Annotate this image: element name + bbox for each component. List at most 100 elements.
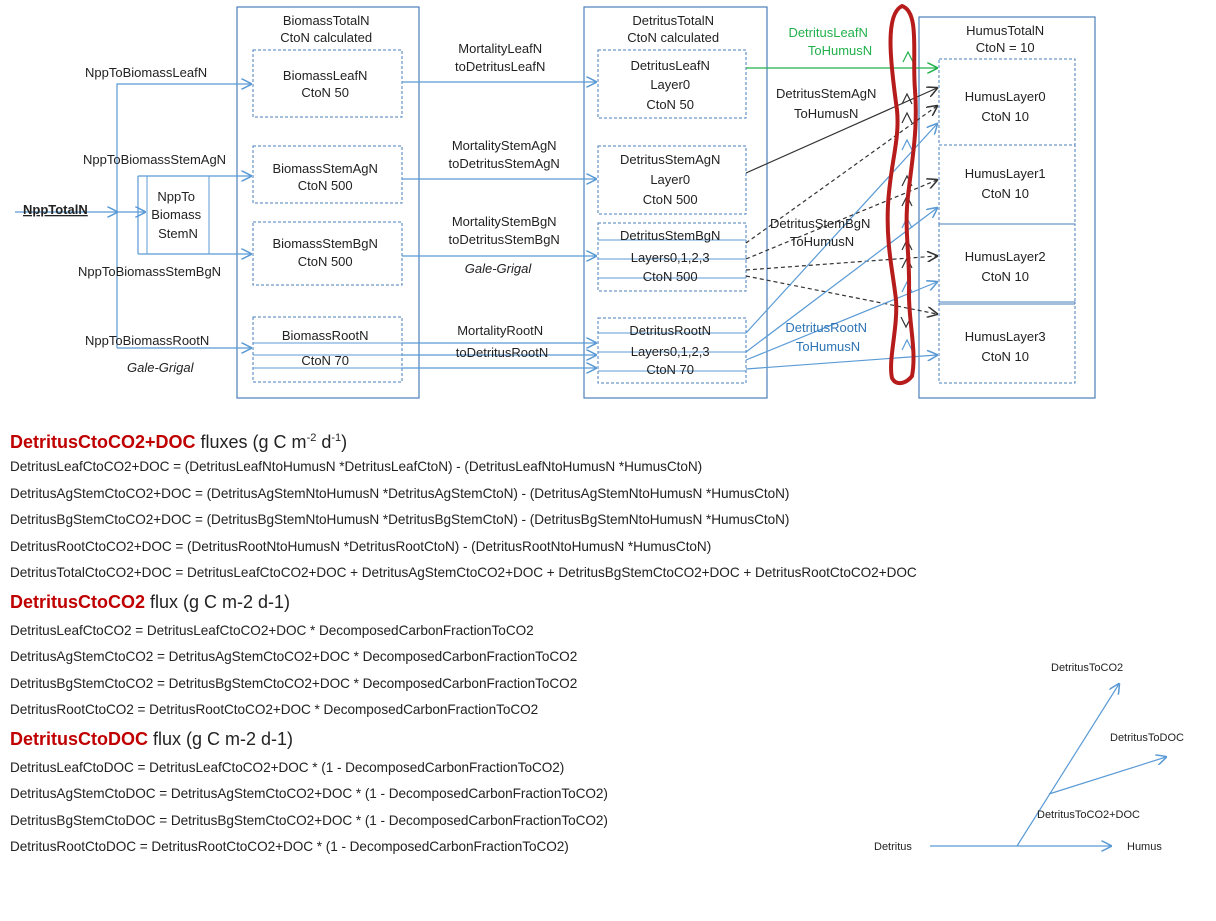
- humus-layer3-title: HumusLayer3: [965, 329, 1046, 344]
- flux-equations: DetritusCtoCO2+DOC fluxes (g C m-2 d-1) …: [10, 423, 1216, 861]
- gale-grigal-mid-label: Gale-Grigal: [465, 261, 533, 276]
- section-header-co2: DetritusCtoCO2 flux (g C m-2 d-1): [10, 587, 1216, 618]
- biomass-stem-bg-box: [252, 221, 403, 286]
- npp-to-biomass-stem-line3: StemN: [158, 226, 198, 241]
- svg-text:DetritusStemAgN ToHumusN: DetritusStemAgN ToHumusN DetritusStemBgN…: [770, 86, 880, 249]
- npp-stem-ag-label: NppToBiomassStemAgN: [83, 152, 226, 167]
- biomass-root-box: [252, 316, 403, 383]
- to-doc-arrow: [1048, 757, 1166, 795]
- detritus-stem-bg-to-humus-line1: DetritusStemBgN: [770, 216, 870, 231]
- mortality-leaf-line2: toDetritusLeafN: [455, 59, 545, 74]
- detritus-stem-ag-title: DetritusStemAgN: [620, 152, 720, 167]
- mortality-root-line1: MortalityRootN: [457, 323, 543, 338]
- humus-layer2-cton: CtoN 10: [981, 269, 1029, 284]
- npp-arrows: [15, 84, 251, 348]
- detritus-leaf-to-humus-line2: ToHumusN: [808, 43, 872, 58]
- section-title-units: flux (g C m-2 d-1): [148, 728, 294, 749]
- humus-layer2-title: HumusLayer2: [965, 249, 1046, 264]
- equation-line: DetritusRootCtoDOC = DetritusRootCtoCO2+…: [10, 839, 569, 854]
- detritus-stem-ag-to-humus-line2: ToHumusN: [794, 106, 858, 121]
- detritus-leaf-box: [597, 49, 747, 119]
- detritus-stem-ag-to-humus-line1: DetritusStemAgN: [776, 86, 876, 101]
- equation-line: DetritusLeafCtoCO2 = DetritusLeafCtoCO2+…: [10, 622, 534, 638]
- detritus-total-cton: CtoN calculated: [627, 30, 719, 45]
- biomass-root-cton: CtoN 70: [301, 353, 349, 368]
- detritus-stem-bg-box: [597, 222, 747, 292]
- detritus-root-to-humus-line2: ToHumusN: [796, 339, 860, 354]
- mortality-stem-ag-line1: MortalityStemAgN: [452, 138, 557, 153]
- equation-line: DetritusBgStemCtoCO2 = DetritusBgStemCto…: [10, 675, 578, 691]
- detritus-stem-ag-layer: Layer0: [650, 172, 690, 187]
- mini-to-doc-label: DetritusToDOC: [1110, 732, 1184, 744]
- humus-layer3-cton: CtoN 10: [981, 349, 1029, 364]
- humus-layer1-cton: CtoN 10: [981, 186, 1029, 201]
- to-co2-doc-arrow: [1016, 684, 1119, 847]
- layer-lines: [253, 239, 746, 372]
- detritus-total-container: [583, 6, 768, 399]
- detritus-stem-bg-layers: Layers0,1,2,3: [631, 250, 710, 265]
- mini-humus-label: Humus: [1127, 841, 1162, 853]
- npp-to-biomass-stem-line2: Biomass: [151, 207, 201, 222]
- detritus-leaf-to-humus-line1: DetritusLeafN: [788, 25, 867, 40]
- humus-layer0-cton: CtoN 10: [981, 109, 1029, 124]
- biomass-stem-bg-cton: CtoN 500: [298, 254, 353, 269]
- detritus-stem-bg-to-humus-line2: ToHumusN: [790, 234, 854, 249]
- humus-layer3-box: [938, 301, 1076, 384]
- detritus-root-to-humus-line1: DetritusRootN: [785, 320, 867, 335]
- detritus-stem-bg-title: DetritusStemBgN: [620, 228, 720, 243]
- mortality-stem-ag-line2: toDetritusStemAgN: [449, 156, 560, 171]
- npp-root-label: NppToBiomassRootN: [85, 333, 209, 348]
- humus-total-title: HumusTotalN: [966, 23, 1044, 38]
- detritus-stem-ag-cton: CtoN 500: [643, 192, 698, 207]
- equation-line: DetritusRootCtoCO2 = DetritusRootCtoCO2+…: [10, 702, 539, 717]
- nitrogen-flow-diagram: BiomassTotalN CtoN calculated BiomassLea…: [15, 3, 1096, 399]
- humus-total-container: [918, 16, 1096, 399]
- gale-grigal-left-label: Gale-Grigal: [127, 360, 195, 375]
- detritus-root-layers: Layers0,1,2,3: [631, 344, 710, 359]
- detritus-total-title: DetritusTotalN: [632, 13, 714, 28]
- biomass-leaf-box: [252, 49, 403, 118]
- svg-text:MortalityLeafN toDetritusL: MortalityLeafN toDetritusLeafN Mortality…: [449, 41, 564, 360]
- section-title-highlight: DetritusCtoCO2: [10, 591, 146, 612]
- equation-line: DetritusAgStemCtoCO2 = DetritusAgStemCto…: [10, 649, 578, 664]
- svg-text:DetritusRootN ToHumusN: DetritusRootN ToHumusN: [785, 320, 870, 354]
- section-title-units: d: [316, 432, 332, 452]
- biomass-leaf-title: BiomassLeafN: [283, 68, 368, 83]
- detritus-leaf-layer: Layer0: [650, 77, 690, 92]
- humus-total-cton: CtoN = 10: [976, 40, 1035, 55]
- mini-to-co2-label: DetritusToCO2: [1051, 662, 1123, 674]
- decomposition-mini-diagram: Detritus Humus DetritusToCO2+DOC Detritu…: [874, 662, 1184, 853]
- detritus-stem-bg-cton: CtoN 500: [643, 269, 698, 284]
- biomass-total-cton: CtoN calculated: [280, 30, 372, 45]
- biomass-root-title: BiomassRootN: [282, 328, 369, 343]
- biomass-stem-ag-title: BiomassStemAgN: [272, 161, 377, 176]
- detritus-root-cton: CtoN 70: [646, 362, 694, 377]
- highlight-outline: [885, 3, 918, 385]
- mortality-arrows: [402, 82, 596, 368]
- section-title-units: fluxes (g C m: [195, 432, 307, 452]
- equation-line: DetritusRootCtoCO2+DOC = (DetritusRootNt…: [10, 538, 712, 554]
- detritus-leaf-title: DetritusLeafN: [630, 58, 709, 73]
- unit-exponent: -2: [306, 432, 317, 444]
- equation-line: DetritusLeafCtoDOC = DetritusLeafCtoCO2+…: [10, 759, 565, 775]
- detritus-stem-ag-box: [597, 145, 747, 215]
- svg-text:DetritusLeafN ToHumusN: DetritusLeafN ToHumusN: [788, 25, 872, 58]
- svg-text:NppToBiomassLeafN NppToBio: NppToBiomassLeafN NppToBiomassStemAgN Np…: [78, 65, 230, 348]
- equation-line: DetritusAgStemCtoDOC = DetritusAgStemCto…: [10, 786, 608, 801]
- npp-leaf-label: NppToBiomassLeafN: [85, 65, 207, 80]
- biomass-leaf-cton: CtoN 50: [301, 85, 349, 100]
- humus-layer1-box: [938, 144, 1076, 225]
- mortality-stem-bg-line1: MortalityStemBgN: [452, 214, 557, 229]
- mortality-leaf-line1: MortalityLeafN: [458, 41, 542, 56]
- section-title-highlight: DetritusCtoDOC: [10, 728, 148, 749]
- biomass-total-container: [236, 6, 420, 399]
- mini-to-co2-doc-label: DetritusToCO2+DOC: [1037, 809, 1140, 821]
- section-header-doc: DetritusCtoDOC flux (g C m-2 d-1): [10, 724, 1216, 755]
- section-header-co2-doc: DetritusCtoCO2+DOC fluxes (g C m-2 d-1): [10, 423, 1216, 454]
- svg-text:BiomassTotalN CtoN calcul: BiomassTotalN CtoN calculated BiomassLea…: [151, 13, 1049, 377]
- mini-detritus-label: Detritus: [874, 841, 912, 853]
- section-title-units: flux (g C m-2 d-1): [145, 591, 291, 612]
- biomass-stem-ag-box: [252, 145, 403, 204]
- humus-layer0-title: HumusLayer0: [965, 89, 1046, 104]
- equation-line: DetritusTotalCtoCO2+DOC = DetritusLeafCt…: [10, 565, 917, 580]
